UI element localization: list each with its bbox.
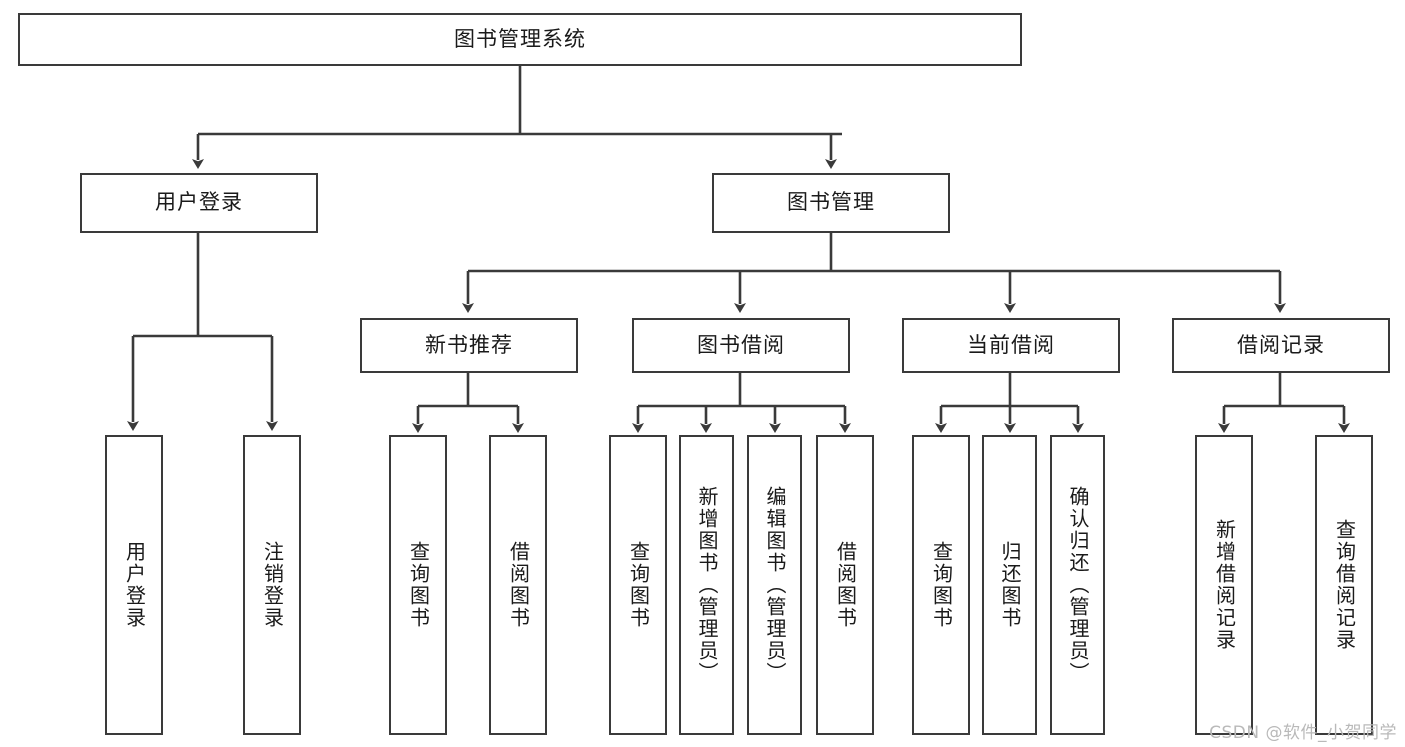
node-label: 图书管理: [787, 190, 875, 215]
leaf-query-book-current[interactable]: 查询图书: [912, 435, 970, 735]
leaf-borrow-book[interactable]: 借阅图书: [816, 435, 874, 735]
node-label: 编辑图书（管理员）: [763, 486, 787, 684]
node-label: 用户登录: [155, 190, 243, 215]
node-label: 新书推荐: [425, 332, 513, 357]
csdn-watermark: CSDN @软件_小贺同学: [1209, 723, 1397, 743]
leaf-query-book-recommend[interactable]: 查询图书: [389, 435, 447, 735]
leaf-query-book-borrow[interactable]: 查询图书: [609, 435, 667, 735]
leaf-edit-book-admin[interactable]: 编辑图书（管理员）: [747, 435, 802, 735]
leaf-query-borrow-record[interactable]: 查询借阅记录: [1315, 435, 1373, 735]
node-label: 查询图书: [406, 541, 431, 629]
leaf-confirm-return-admin[interactable]: 确认归还（管理员）: [1050, 435, 1105, 735]
node-label: 借阅图书: [506, 541, 531, 629]
node-label: 确认归还（管理员）: [1066, 486, 1090, 684]
node-label: 用户登录: [122, 541, 147, 629]
node-label: 查询借阅记录: [1332, 519, 1357, 651]
node-label: 借阅记录: [1237, 332, 1325, 357]
node-label: 新增借阅记录: [1212, 519, 1237, 651]
leaf-borrow-book-recommend[interactable]: 借阅图书: [489, 435, 547, 735]
node-label: 归还图书: [998, 541, 1022, 629]
node-label: 借阅图书: [833, 541, 858, 629]
leaf-user-login[interactable]: 用户登录: [105, 435, 163, 735]
node-label: 图书借阅: [697, 332, 785, 357]
leaf-add-book-admin[interactable]: 新增图书（管理员）: [679, 435, 734, 735]
node-user-login[interactable]: 用户登录: [80, 173, 318, 233]
node-borrow-record[interactable]: 借阅记录: [1172, 318, 1390, 373]
leaf-logout[interactable]: 注销登录: [243, 435, 301, 735]
leaf-add-borrow-record[interactable]: 新增借阅记录: [1195, 435, 1253, 735]
node-book-borrow[interactable]: 图书借阅: [632, 318, 850, 373]
node-label: 注销登录: [260, 541, 285, 629]
node-label: 图书管理系统: [454, 26, 586, 51]
node-new-book-recommend[interactable]: 新书推荐: [360, 318, 578, 373]
node-root-system[interactable]: 图书管理系统: [18, 13, 1022, 66]
node-label: 新增图书（管理员）: [695, 486, 719, 684]
node-book-management[interactable]: 图书管理: [712, 173, 950, 233]
node-current-borrow[interactable]: 当前借阅: [902, 318, 1120, 373]
node-label: 查询图书: [929, 541, 954, 629]
leaf-return-book[interactable]: 归还图书: [982, 435, 1037, 735]
node-label: 当前借阅: [967, 332, 1055, 357]
node-label: 查询图书: [626, 541, 651, 629]
